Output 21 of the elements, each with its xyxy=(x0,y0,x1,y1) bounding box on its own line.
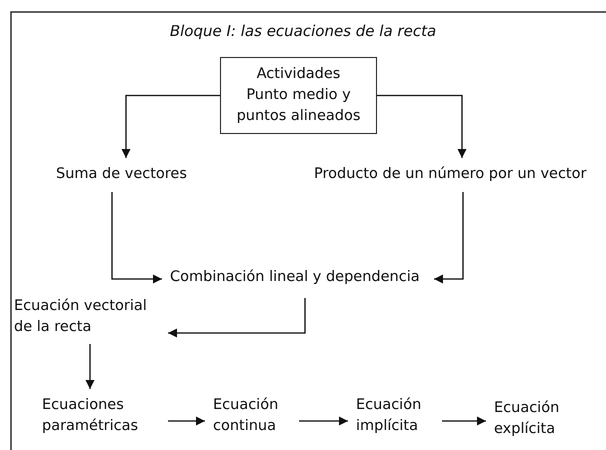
arrow xyxy=(122,94,220,158)
box-text: Punto medio y puntos alineados xyxy=(236,86,362,126)
step-text: Ecuaciones paramétricas xyxy=(42,395,162,439)
arrow xyxy=(168,416,205,426)
process-box xyxy=(220,57,377,134)
step-text: Ecuación vectorial de la recta xyxy=(14,296,164,340)
arrow xyxy=(299,416,348,426)
arrow xyxy=(442,416,486,426)
step-text: Suma de vectores xyxy=(56,164,196,188)
arrow xyxy=(168,298,306,338)
step-text: Combinación lineal y dependencia xyxy=(170,267,432,291)
step-text: Ecuación implícita xyxy=(356,395,436,439)
arrow xyxy=(86,344,94,389)
diagram-title: Bloque I: las ecuaciones de la recta xyxy=(170,22,436,40)
box-text: Actividades xyxy=(256,65,342,84)
step-text: Ecuación continua xyxy=(213,395,293,439)
arrow xyxy=(377,94,466,158)
arrow xyxy=(434,192,464,284)
step-text: Producto de un número por un vector xyxy=(314,164,604,188)
arrow xyxy=(111,192,162,284)
step-text: Ecuación explícita xyxy=(494,398,578,442)
